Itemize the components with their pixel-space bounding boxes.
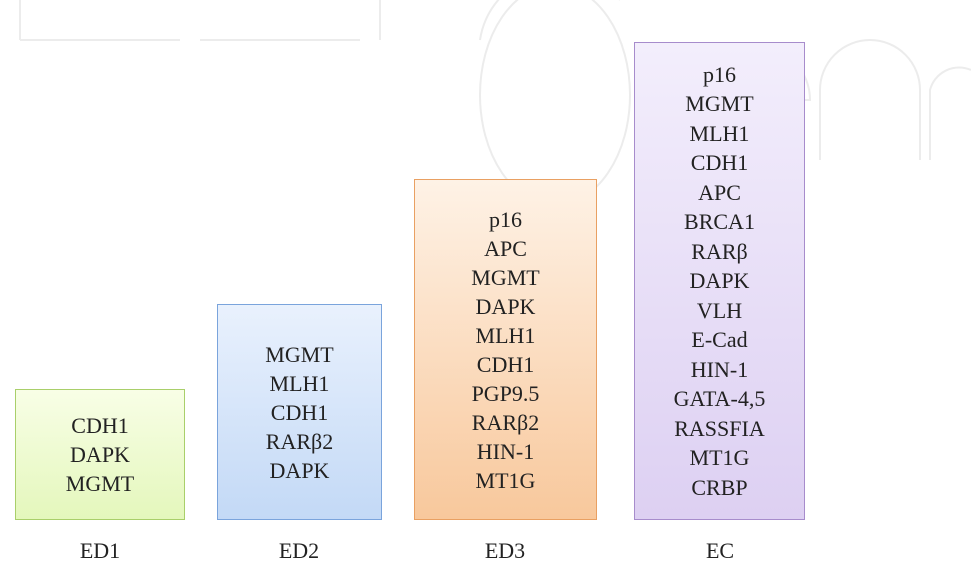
- gene-label: CDH1: [270, 399, 329, 425]
- gene-label: DAPK: [689, 268, 750, 294]
- gene-label: MT1G: [689, 445, 750, 471]
- gene-label: DAPK: [70, 442, 130, 467]
- stage-label-ed2: ED2: [278, 538, 320, 563]
- gene-label: CRBP: [691, 474, 748, 500]
- gene-label: MLH1: [269, 370, 330, 396]
- gene-label: GATA-4,5: [673, 386, 766, 412]
- gene-label: BRCA1: [684, 209, 755, 235]
- gene-label: DAPK: [269, 457, 330, 483]
- gene-label: APC: [484, 235, 527, 261]
- gene-label: E-Cad: [691, 327, 748, 353]
- gene-label: RARβ2: [471, 409, 540, 435]
- stage-label-ed3: ED3: [484, 538, 526, 563]
- gene-label: RARβ: [691, 238, 748, 264]
- gene-label: VLH: [696, 297, 743, 323]
- gene-label: APC: [698, 179, 741, 205]
- gene-label: MGMT: [471, 264, 540, 290]
- gene-label: PGP9.5: [471, 380, 540, 406]
- gene-label: MLH1: [475, 322, 536, 348]
- gene-label: MT1G: [475, 467, 536, 493]
- gene-label: MLH1: [689, 120, 750, 146]
- gene-label: MGMT: [65, 471, 135, 496]
- gene-label: HIN-1: [690, 356, 749, 382]
- stage-label-ec: EC: [705, 538, 735, 563]
- gene-label: RASSFIA: [674, 415, 765, 441]
- gene-label: p16: [489, 206, 522, 232]
- gene-label: MGMT: [265, 341, 334, 367]
- gene-label: DAPK: [475, 293, 536, 319]
- stage-label-ed1: ED1: [79, 538, 121, 563]
- watermark-logo: [19, 0, 971, 200]
- gene-label: p16: [703, 61, 736, 87]
- gene-label: CDH1: [476, 351, 535, 377]
- gene-label: MGMT: [685, 91, 754, 117]
- gene-label: CDH1: [71, 413, 129, 438]
- gene-label: CDH1: [690, 150, 749, 176]
- gene-label: RARβ2: [265, 428, 334, 454]
- gene-label: HIN-1: [476, 438, 535, 464]
